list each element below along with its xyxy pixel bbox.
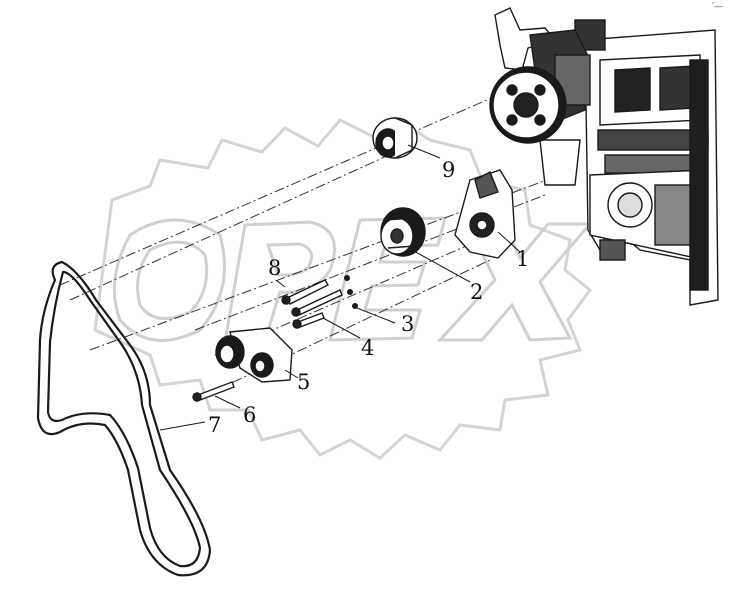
callout-1: 1 xyxy=(516,247,530,271)
part-2-pulley xyxy=(380,207,426,257)
callout-9: 9 xyxy=(442,158,456,182)
callout-2: 2 xyxy=(470,280,484,304)
part-8-bolts xyxy=(281,279,343,317)
engine-block xyxy=(574,19,719,306)
part-1-bracket xyxy=(454,169,516,259)
watermark-letters xyxy=(112,216,594,344)
water-pump-assembly xyxy=(489,7,591,186)
callout-5: 5 xyxy=(297,370,311,394)
callout-8: 8 xyxy=(268,256,282,280)
part-6-bolt xyxy=(192,381,235,402)
part-5-tensioner xyxy=(215,327,293,383)
callout-6: 6 xyxy=(243,403,257,427)
callout-3: 3 xyxy=(401,312,415,336)
serpentine-belt xyxy=(36,260,212,577)
watermark-gear xyxy=(93,115,593,460)
corner-mark: ′— xyxy=(712,2,724,12)
callout-7: 7 xyxy=(208,413,222,437)
callout-4: 4 xyxy=(361,336,375,360)
part-3-washers xyxy=(344,275,358,309)
leader-lines xyxy=(159,144,521,431)
part-9-idler-pulley xyxy=(372,117,418,159)
